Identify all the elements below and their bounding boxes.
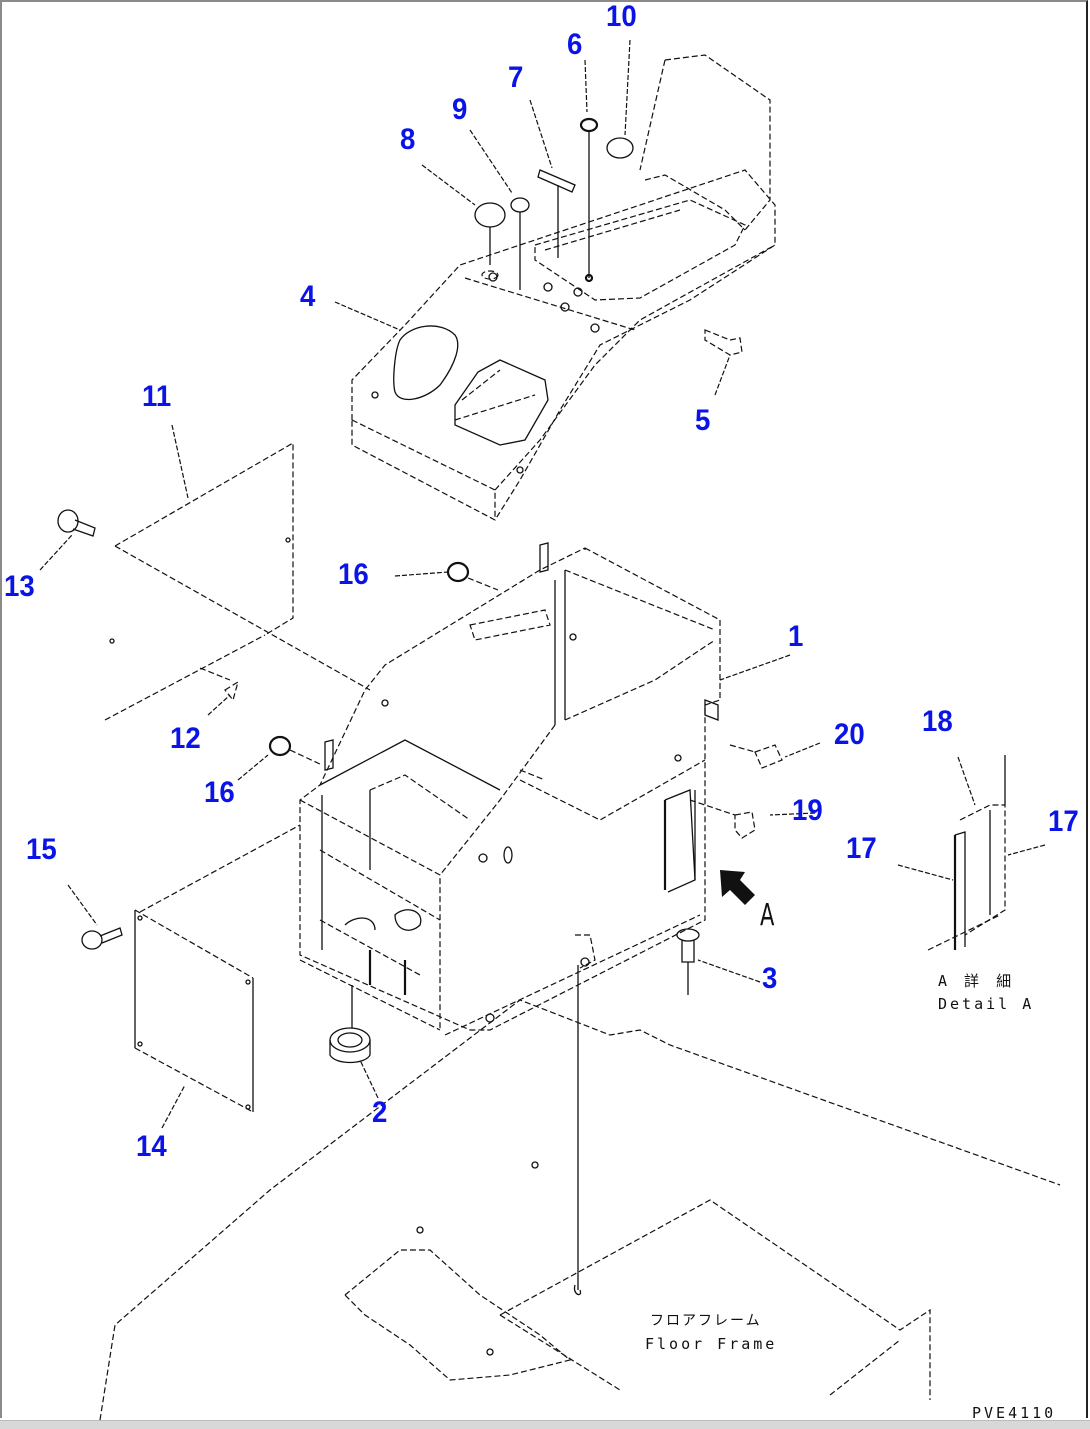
detail-a-view bbox=[927, 755, 1006, 951]
main-box-part-1 bbox=[299, 542, 721, 1036]
plate-part-7 bbox=[537, 169, 576, 258]
callout-8[interactable]: 8 bbox=[400, 123, 416, 156]
leader-lines bbox=[39, 39, 1046, 1129]
callout-4[interactable]: 4 bbox=[300, 280, 316, 313]
callout-19[interactable]: 19 bbox=[792, 794, 823, 827]
view-label-a: A bbox=[760, 898, 775, 933]
nut-part-16-lower bbox=[268, 735, 323, 766]
clip-part-19 bbox=[689, 799, 756, 839]
screw-part-13 bbox=[57, 509, 96, 537]
bottom-scrollbar[interactable] bbox=[0, 1420, 1090, 1429]
drawing-code: PVE4110 bbox=[972, 1404, 1057, 1422]
pin-part-5 bbox=[704, 329, 743, 356]
callout-9[interactable]: 9 bbox=[452, 93, 468, 126]
view-arrow-icon bbox=[720, 870, 755, 905]
callout-11[interactable]: 11 bbox=[142, 380, 172, 413]
screw-part-6 bbox=[579, 117, 599, 283]
callout-18[interactable]: 18 bbox=[922, 705, 953, 738]
cover-plate-part-14 bbox=[134, 824, 301, 1113]
floor-frame-note-en: Floor Frame bbox=[645, 1335, 778, 1353]
grommet-part-2 bbox=[329, 985, 371, 1064]
floor-frame bbox=[99, 965, 1061, 1421]
callout-13[interactable]: 13 bbox=[4, 570, 35, 603]
screw-part-15 bbox=[81, 927, 123, 950]
callout-1[interactable]: 1 bbox=[788, 620, 804, 653]
callout-14[interactable]: 14 bbox=[136, 1130, 167, 1163]
bolt-part-3 bbox=[676, 928, 700, 995]
callout-3[interactable]: 3 bbox=[762, 962, 778, 995]
clip-part-12 bbox=[224, 680, 239, 702]
nut-part-16-upper bbox=[446, 561, 499, 591]
callout-2[interactable]: 2 bbox=[372, 1096, 388, 1129]
detail-a-note-en: Detail A bbox=[938, 995, 1035, 1013]
cap-part-10 bbox=[606, 137, 634, 159]
callout-20[interactable]: 20 bbox=[834, 718, 865, 751]
callout-5[interactable]: 5 bbox=[695, 404, 711, 437]
detail-a-note-jp: A 詳 細 bbox=[938, 972, 1016, 990]
callout-6[interactable]: 6 bbox=[567, 28, 583, 61]
top-cover-part-4 bbox=[351, 54, 776, 521]
callout-7[interactable]: 7 bbox=[508, 61, 524, 94]
callout-16-lower[interactable]: 16 bbox=[204, 776, 235, 809]
callout-17-left[interactable]: 17 bbox=[846, 832, 877, 865]
floor-frame-note-jp: フロアフレーム bbox=[650, 1313, 762, 1329]
callout-17-right[interactable]: 17 bbox=[1048, 805, 1079, 838]
callout-12[interactable]: 12 bbox=[170, 722, 201, 755]
callout-10[interactable]: 10 bbox=[606, 0, 637, 33]
pin-part-20 bbox=[729, 744, 783, 769]
callout-15[interactable]: 15 bbox=[26, 833, 57, 866]
callout-16-upper[interactable]: 16 bbox=[338, 558, 369, 591]
knob-part-8 bbox=[474, 202, 506, 280]
grommet-part-9 bbox=[510, 197, 530, 290]
side-panel-part-11 bbox=[104, 441, 371, 721]
